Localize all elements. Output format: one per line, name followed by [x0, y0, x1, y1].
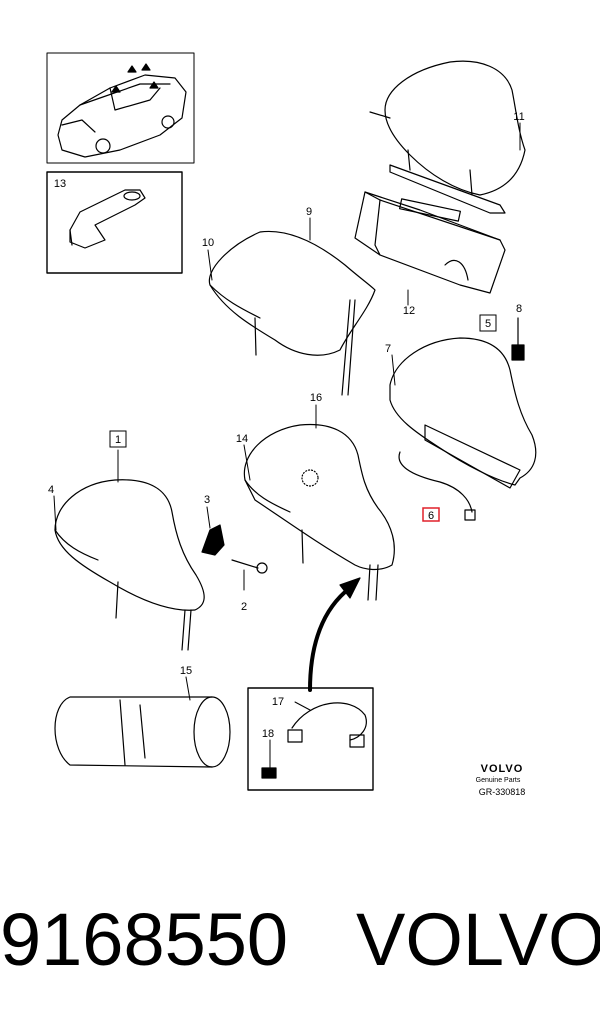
part-7-headrest — [389, 337, 537, 521]
part-3-key — [201, 524, 268, 574]
part-11-headrest — [369, 60, 526, 214]
callout-9: 9 — [306, 206, 312, 218]
callout-17: 17 — [272, 696, 284, 708]
pointer-arrow — [308, 577, 361, 692]
part-13-box — [46, 171, 183, 274]
part-16-headrest — [243, 423, 395, 601]
callout-leaders — [53, 122, 521, 769]
callout-11: 11 — [513, 111, 524, 123]
callout-6: 6 — [428, 510, 434, 522]
callout-16: 16 — [310, 392, 322, 404]
volvo-logo: VOLVO — [481, 763, 524, 775]
callout-5: 5 — [485, 318, 491, 330]
part-1-headrest — [54, 479, 205, 651]
brand-name: VOLVO — [356, 898, 600, 981]
part-15-roll — [54, 696, 231, 768]
part-8-screw — [511, 317, 525, 361]
part-17-box — [247, 687, 374, 791]
part-9-headrest — [208, 230, 376, 396]
parts-diagram: 1 2 3 4 5 6 7 8 9 10 11 12 13 14 15 16 1… — [46, 52, 537, 797]
callout-3: 3 — [204, 494, 210, 506]
part-number: 9168550 — [0, 898, 289, 981]
callout-18: 18 — [262, 728, 274, 740]
diagram-reference: GR-330818 — [479, 787, 526, 797]
callout-12: 12 — [403, 305, 415, 317]
callout-4: 4 — [48, 484, 54, 496]
car-thumbnail — [46, 52, 195, 164]
callout-15: 15 — [180, 665, 192, 677]
callout-10: 10 — [202, 237, 214, 249]
genuine-parts-label: Genuine Parts — [476, 777, 521, 784]
callout-14: 14 — [236, 433, 248, 445]
callout-13: 13 — [54, 178, 66, 190]
part-12-module — [354, 191, 506, 294]
callout-7: 7 — [385, 343, 391, 355]
highlight-box — [422, 507, 440, 522]
callout-1: 1 — [115, 434, 121, 446]
callout-8: 8 — [516, 303, 522, 315]
callout-2: 2 — [241, 601, 247, 613]
